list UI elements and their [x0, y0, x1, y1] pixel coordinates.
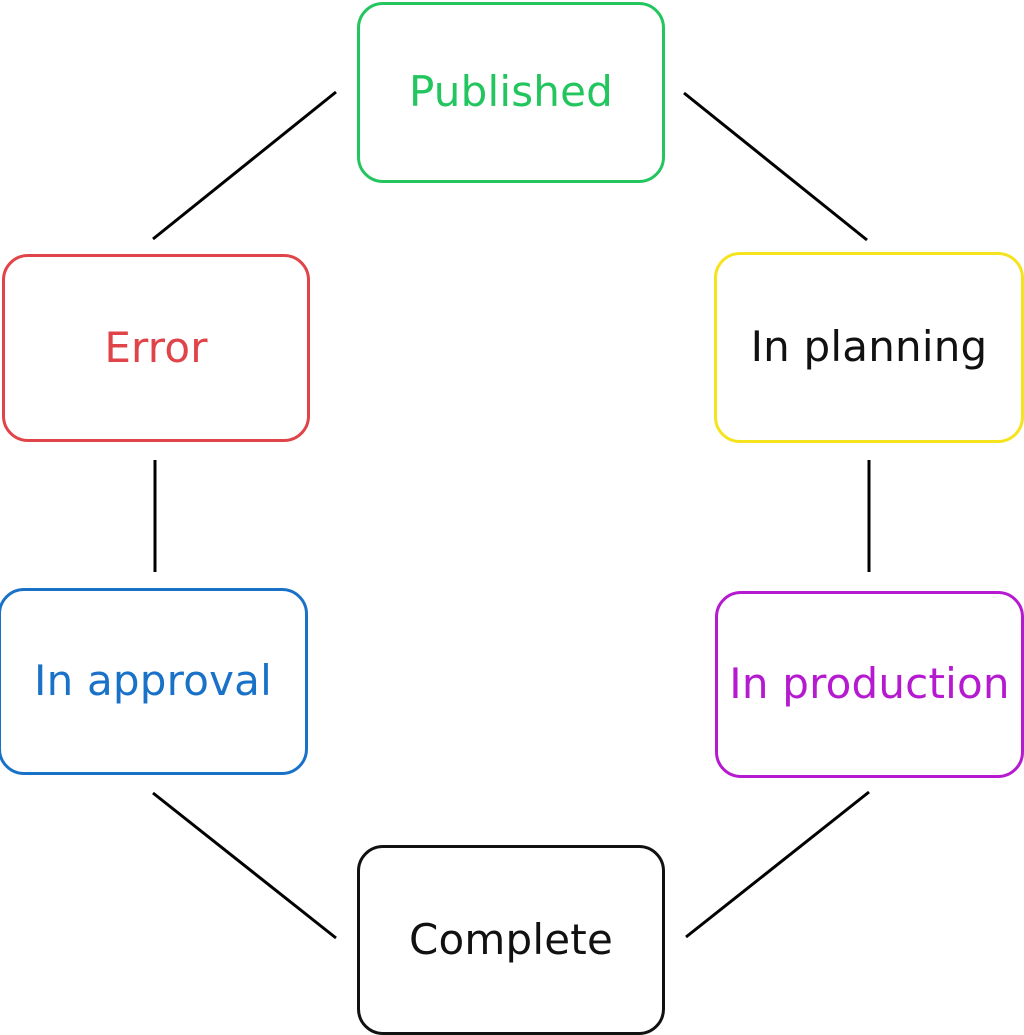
node-label-error: Error — [104, 322, 208, 372]
node-label-complete: Complete — [408, 914, 613, 964]
connector-in-production-complete — [685, 790, 870, 939]
node-published[interactable]: Published — [357, 2, 665, 183]
node-label-in-planning: In planning — [750, 322, 988, 372]
node-label-published: Published — [408, 67, 613, 117]
node-in-approval[interactable]: In approval — [0, 588, 308, 775]
node-label-in-production: In production — [729, 659, 1010, 709]
node-error[interactable]: Error — [2, 254, 310, 442]
node-in-planning[interactable]: In planning — [714, 252, 1024, 443]
connector-published-in-planning — [683, 91, 868, 242]
connector-in-approval-complete — [152, 791, 337, 940]
node-label-in-approval: In approval — [34, 656, 272, 706]
node-in-production[interactable]: In production — [715, 591, 1024, 778]
connector-published-error — [152, 90, 337, 241]
node-complete[interactable]: Complete — [357, 845, 665, 1035]
